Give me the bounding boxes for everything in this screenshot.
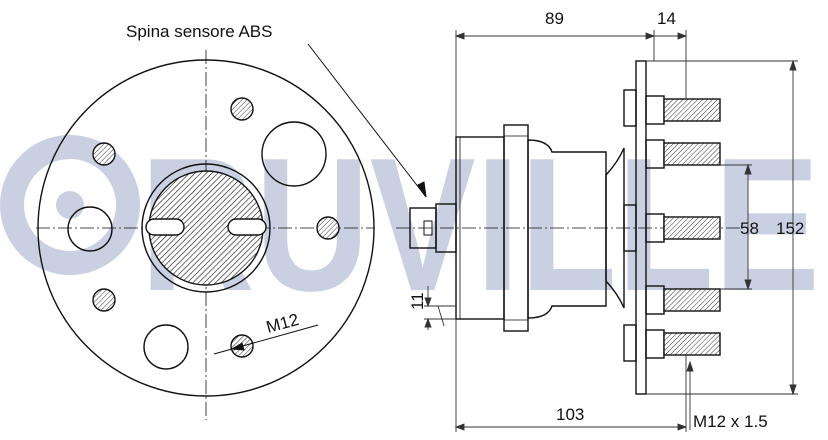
- abs-sensor-label: Spina sensore ABS: [126, 22, 272, 41]
- hub-center-outer: [141, 163, 271, 293]
- large-hole-bottom: [143, 324, 189, 370]
- dimension-lines: [424, 30, 798, 432]
- front-view: [36, 50, 375, 420]
- dimension-11: 11: [408, 292, 427, 310]
- dimension-103: 103: [556, 405, 584, 424]
- large-hole-top: [261, 121, 327, 187]
- flange-outer-circle: [37, 59, 375, 397]
- abs-sensor-slot: [423, 220, 433, 236]
- bolt-hole-2: [92, 142, 116, 166]
- bolt-hole-1: [230, 97, 254, 121]
- thread-label-side: M12 x 1.5: [693, 412, 768, 431]
- abs-sensor-leader: [307, 43, 427, 198]
- dimension-152: 152: [776, 219, 804, 238]
- bolt-hole-3: [316, 216, 340, 240]
- hub-neck: [605, 147, 625, 309]
- large-hole-left: [67, 206, 113, 252]
- dimension-58: 58: [740, 219, 759, 238]
- dimension-89: 89: [545, 9, 564, 28]
- hub-slot-right: [227, 218, 267, 236]
- wheel-studs: [645, 95, 721, 359]
- dimension-14: 14: [657, 9, 676, 28]
- hub-slot-left: [145, 218, 185, 236]
- hub-body: [527, 139, 607, 319]
- thread-leader-front: [213, 324, 319, 355]
- side-view: [396, 60, 740, 395]
- bolt-hole-4: [92, 288, 116, 312]
